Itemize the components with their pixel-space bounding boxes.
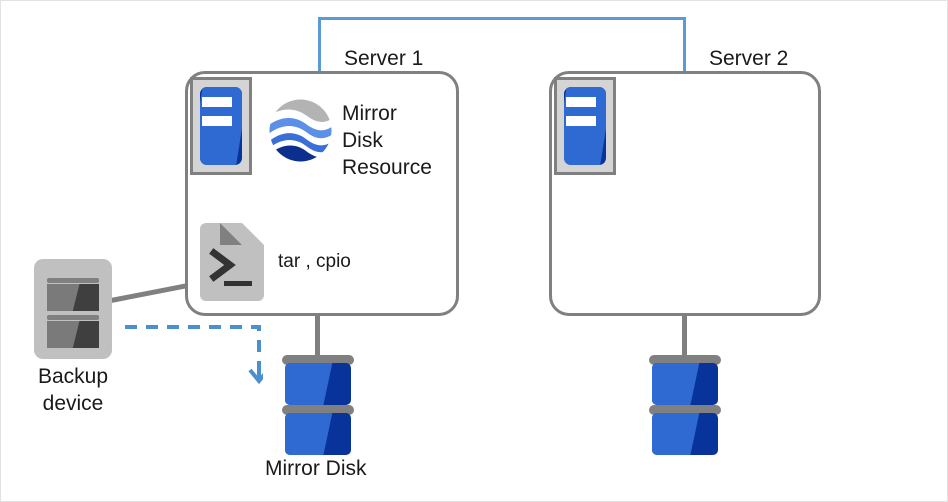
disk-stack-icon	[649, 355, 721, 463]
tape-slot-cap	[47, 278, 99, 283]
backup-device-connector-line	[110, 282, 192, 303]
tar-cpio-label: tar , cpio	[278, 251, 351, 272]
mirror-disk-label: Mirror Disk	[265, 457, 367, 480]
mirror-disk-resource-label: Mirror Disk Resource	[342, 102, 432, 179]
server1-label: Server 1	[344, 47, 424, 70]
server-bay-bar	[202, 116, 232, 126]
tape-slot-body	[47, 284, 99, 311]
disk-platter	[285, 363, 351, 405]
server-bay-bar	[566, 97, 596, 107]
disk-platter	[652, 413, 718, 455]
tape-slot	[47, 315, 99, 348]
tape-drive-icon	[34, 259, 112, 359]
disk-platter-cap	[282, 355, 354, 365]
server2-disk-connector-line	[682, 314, 687, 358]
server2-label: Server 2	[709, 47, 789, 70]
disk-platter-cap	[649, 355, 721, 365]
server-bay-bar	[202, 97, 232, 107]
disk-platter	[285, 413, 351, 455]
disk-stack-icon	[282, 355, 354, 463]
tape-slot	[47, 278, 99, 311]
disk-platter	[652, 363, 718, 405]
server-chassis-icon	[190, 77, 252, 175]
interconnect-line	[318, 17, 686, 73]
server1-disk-connector-line	[315, 314, 320, 358]
disk-platter-cap	[282, 405, 354, 415]
backup-device-label: Backup device	[37, 365, 109, 415]
tape-slot-cap	[47, 315, 99, 320]
globe-icon	[269, 99, 332, 162]
server-chassis-icon	[554, 77, 616, 175]
tape-slot-body	[47, 321, 99, 348]
backup-flow-arrow	[125, 325, 263, 385]
server-bay-bar	[566, 116, 596, 126]
disk-platter-cap	[649, 405, 721, 415]
script-terminal-icon	[200, 223, 264, 301]
